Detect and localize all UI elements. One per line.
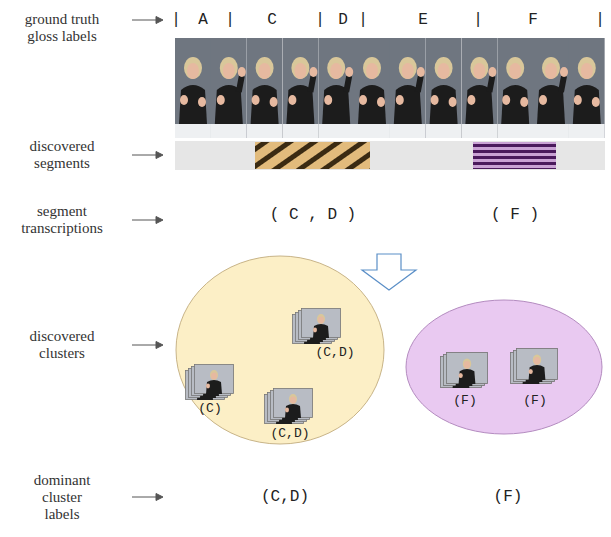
row-label: dominant cluster labels [27, 472, 97, 523]
gloss-label: (F) [494, 488, 523, 506]
segment-label: (F) [453, 393, 476, 408]
gloss-label: E [418, 11, 428, 29]
gloss-label: (C,D) [261, 488, 309, 506]
gloss-label: A [198, 11, 208, 29]
gloss-label: | [595, 11, 605, 29]
segment-label: (C,D) [270, 426, 309, 441]
gloss-label: ( C , D ) [270, 206, 356, 224]
cluster-ellipse: (C,D) (C) (C,D) [175, 255, 385, 445]
ellipse-outline [405, 299, 603, 435]
gloss-label: | [358, 11, 368, 29]
gloss-label: | [315, 11, 325, 29]
gloss-label: | [225, 11, 235, 29]
gloss-label: ( F ) [491, 206, 539, 224]
cluster-ellipse: (F) (F) [405, 299, 603, 435]
row-label: discovered clusters [12, 328, 112, 362]
segment-label: (C) [198, 401, 221, 416]
row-label: discovered segments [12, 138, 112, 172]
gloss-label: F [528, 11, 538, 29]
row-label: segment transcriptions [12, 203, 112, 237]
gloss-label: C [267, 11, 277, 29]
gloss-label: | [171, 11, 181, 29]
row-label: ground truth gloss labels [12, 11, 112, 45]
gloss-label: D [338, 11, 348, 29]
segment-label: (C,D) [315, 345, 354, 360]
segment-label: (F) [523, 393, 546, 408]
gloss-label: | [473, 11, 483, 29]
